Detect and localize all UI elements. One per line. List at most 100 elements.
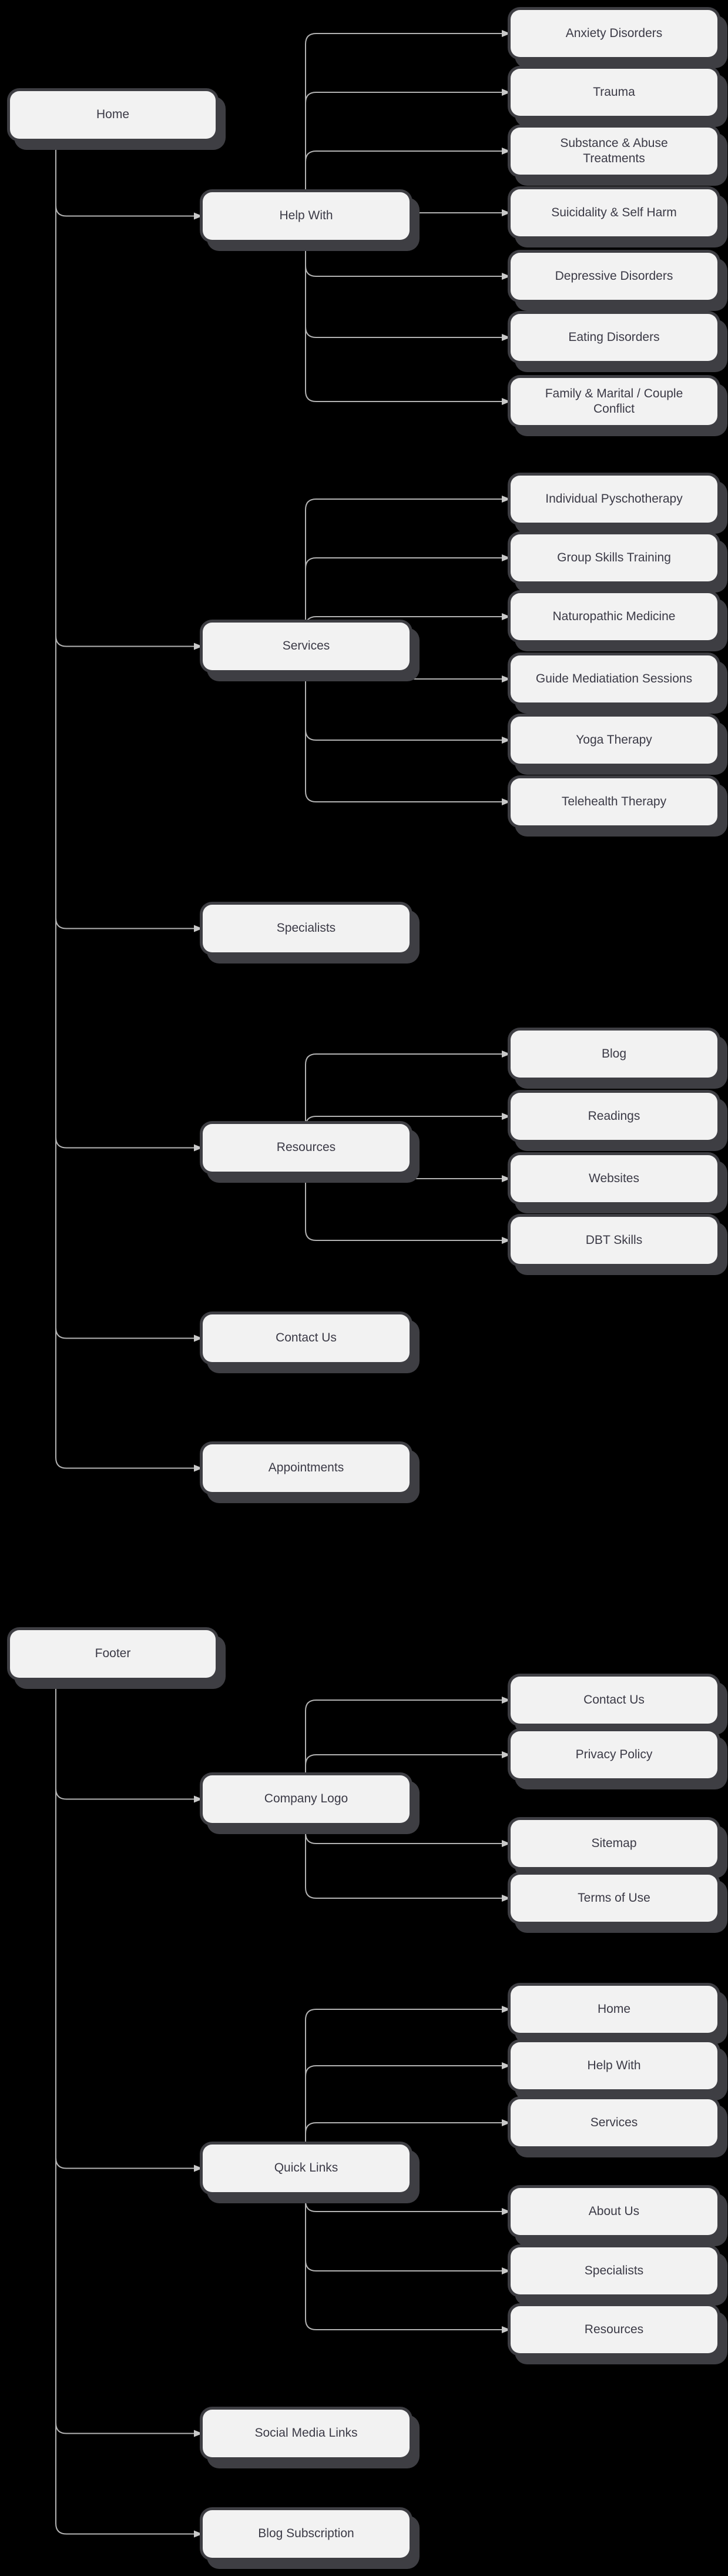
node-naturopathic[interactable]: Naturopathic Medicine (511, 593, 717, 640)
node-dbt-skills[interactable]: DBT Skills (511, 1217, 717, 1264)
node-label: Appointments (268, 1461, 344, 1475)
arrowhead-icon (194, 2164, 203, 2172)
node-label: Help With (587, 2058, 641, 2072)
node-group-skills[interactable]: Group Skills Training (511, 534, 717, 581)
arrowhead-icon (502, 2326, 511, 2333)
node-telehealth[interactable]: Telehealth Therapy (511, 778, 717, 825)
node-label: Websites (589, 1171, 639, 1185)
arrowhead-icon (502, 2208, 511, 2215)
arrowhead-icon (502, 209, 511, 216)
node-substance[interactable]: Substance & Abuse Treatments (511, 128, 717, 175)
node-label: Social Media Links (254, 2426, 358, 2440)
arrowhead-icon (194, 1464, 203, 1472)
node-appointments[interactable]: Appointments (203, 1444, 410, 1492)
connector-footer-to-blog-subscription (55, 1654, 195, 2535)
connector-help-with-to-trauma (305, 92, 503, 216)
node-label: Suicidality & Self Harm (551, 205, 677, 219)
node-depressive[interactable]: Depressive Disorders (511, 253, 717, 300)
arrowhead-icon (502, 1697, 511, 1704)
node-label: Individual Pyschotherapy (545, 491, 683, 506)
arrowhead-icon (502, 398, 511, 405)
node-footer-home[interactable]: Home (511, 1986, 717, 2033)
node-label: Readings (588, 1109, 640, 1123)
node-readings[interactable]: Readings (511, 1093, 717, 1140)
node-label: Anxiety Disorders (565, 26, 663, 40)
arrowhead-icon (194, 1795, 203, 1803)
arrowhead-icon (502, 1751, 511, 1758)
connector-quick-links-to-footer-services (305, 2122, 503, 2169)
node-privacy-policy[interactable]: Privacy Policy (511, 1731, 717, 1778)
arrowhead-icon (502, 496, 511, 503)
node-label: Terms of Use (578, 1891, 650, 1905)
node-footer-contact-us[interactable]: Contact Us (511, 1677, 717, 1724)
connector-quick-links-to-footer-home (305, 2009, 503, 2169)
node-yoga[interactable]: Yoga Therapy (511, 717, 717, 764)
node-label: Help With (279, 209, 333, 223)
connector-company-logo-to-privacy-policy (305, 1754, 503, 1799)
node-trauma[interactable]: Trauma (511, 69, 717, 116)
node-quick-links[interactable]: Quick Links (203, 2145, 410, 2192)
connector-resources-to-blog (305, 1053, 503, 1148)
node-family[interactable]: Family & Marital / Couple Conflict (511, 378, 717, 425)
node-footer[interactable]: Footer (10, 1630, 216, 1678)
node-suicidality[interactable]: Suicidality & Self Harm (511, 189, 717, 236)
node-footer-resources[interactable]: Resources (511, 2306, 717, 2353)
node-contact-us[interactable]: Contact Us (203, 1314, 410, 1362)
node-about-us[interactable]: About Us (511, 2188, 717, 2235)
node-guide-meditation[interactable]: Guide Mediatiation Sessions (511, 655, 717, 702)
arrowhead-icon (502, 273, 511, 280)
connector-help-with-to-anxiety (305, 33, 503, 216)
node-label: Group Skills Training (557, 550, 671, 564)
arrowhead-icon (502, 148, 511, 155)
node-company-logo[interactable]: Company Logo (203, 1775, 410, 1823)
connector-help-with-to-family (305, 216, 503, 402)
node-label: Yoga Therapy (576, 732, 652, 747)
arrowhead-icon (502, 554, 511, 561)
arrowhead-icon (502, 1051, 511, 1058)
node-footer-services[interactable]: Services (511, 2099, 717, 2146)
node-eating[interactable]: Eating Disorders (511, 314, 717, 361)
node-sitemap[interactable]: Sitemap (511, 1820, 717, 1867)
node-individual[interactable]: Individual Pyschotherapy (511, 476, 717, 523)
node-blog[interactable]: Blog (511, 1031, 717, 1078)
node-anxiety[interactable]: Anxiety Disorders (511, 10, 717, 57)
node-services[interactable]: Services (203, 623, 410, 670)
node-label: Naturopathic Medicine (552, 609, 676, 623)
arrowhead-icon (502, 334, 511, 341)
arrowhead-icon (502, 1840, 511, 1847)
node-help-with[interactable]: Help With (203, 192, 410, 240)
arrowhead-icon (502, 1895, 511, 1902)
node-label: Sitemap (591, 1836, 637, 1850)
connector-quick-links-to-footer-resources (305, 2168, 503, 2330)
node-label: Guide Mediatiation Sessions (535, 671, 693, 685)
node-resources[interactable]: Resources (203, 1124, 410, 1172)
arrowhead-icon (502, 2119, 511, 2126)
node-label: Company Logo (264, 1792, 348, 1806)
arrowhead-icon (502, 798, 511, 805)
arrowhead-icon (194, 212, 203, 220)
node-label: About Us (588, 2204, 640, 2218)
node-terms-of-use[interactable]: Terms of Use (511, 1875, 717, 1922)
node-blog-subscription[interactable]: Blog Subscription (203, 2510, 410, 2558)
node-label: Blog (601, 1046, 627, 1060)
node-label: Footer (95, 1647, 131, 1661)
node-label: Substance & Abuse Treatments (560, 136, 668, 165)
node-label: Blog Subscription (258, 2527, 354, 2541)
arrowhead-icon (502, 2006, 511, 2013)
node-label: Depressive Disorders (555, 269, 673, 283)
node-label: Trauma (593, 85, 635, 99)
node-footer-specialists[interactable]: Specialists (511, 2247, 717, 2294)
node-label: Eating Disorders (568, 330, 660, 344)
node-label: Quick Links (274, 2161, 338, 2175)
node-label: Resources (584, 2322, 644, 2336)
node-label: Home (96, 108, 130, 122)
node-specialists[interactable]: Specialists (203, 905, 410, 952)
node-websites[interactable]: Websites (511, 1155, 717, 1202)
arrowhead-icon (502, 737, 511, 744)
node-footer-help-with[interactable]: Help With (511, 2042, 717, 2089)
node-home[interactable]: Home (10, 91, 216, 139)
node-social-media-links[interactable]: Social Media Links (203, 2410, 410, 2457)
connector-services-to-individual (305, 499, 503, 647)
node-label: Contact Us (276, 1331, 337, 1345)
